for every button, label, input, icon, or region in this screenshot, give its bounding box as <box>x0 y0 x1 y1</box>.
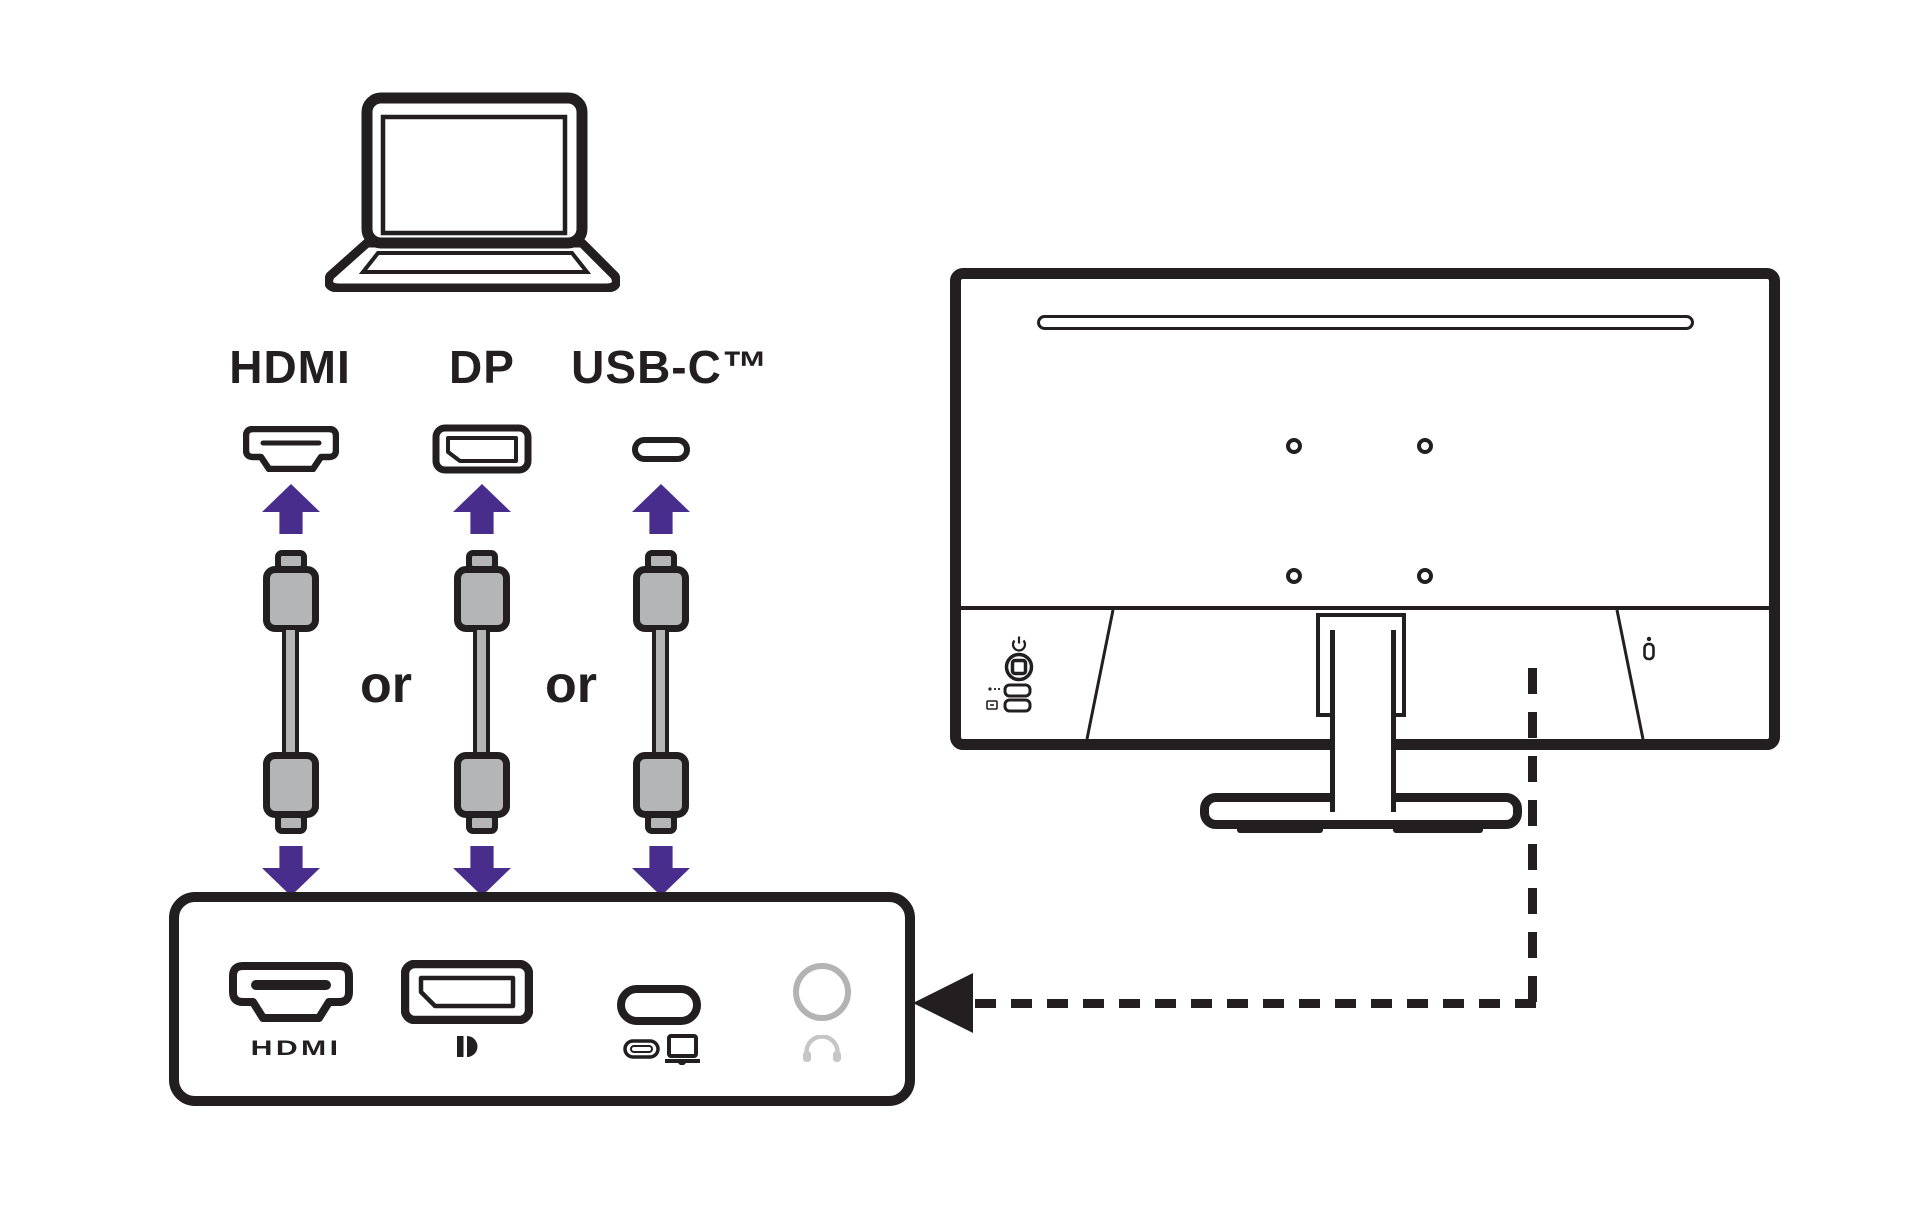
cable-plug-body <box>263 566 319 632</box>
cable-plug-tab <box>466 812 498 834</box>
stand-column <box>1330 630 1396 812</box>
cable-plug-body <box>633 566 689 632</box>
headphone-icon <box>803 1035 841 1062</box>
power-icon <box>1011 636 1027 652</box>
dashed-callout-line-vertical <box>1528 668 1537 1003</box>
up-arrow-icon <box>453 484 511 534</box>
cable-plug-body <box>633 752 689 818</box>
hdmi-label: HDMI <box>229 341 351 393</box>
down-arrow-icon <box>632 846 690 896</box>
cable-wire <box>652 626 669 758</box>
cable-plug-body <box>263 752 319 818</box>
control-keys-icon <box>1003 683 1032 713</box>
kensington-lock-icon <box>1643 636 1655 661</box>
headphone-jack-icon <box>793 963 851 1021</box>
cable-wire <box>282 626 299 758</box>
displayport-connector-icon <box>432 424 532 474</box>
laptop-icon <box>325 92 620 292</box>
usbc-plus-laptop-glyphs-icon <box>623 1034 700 1065</box>
displayport-port-icon <box>401 960 533 1024</box>
or-separator: or <box>360 656 412 714</box>
displayport-logo-icon <box>457 1036 478 1057</box>
hdmi-connector-icon <box>243 426 339 472</box>
dashed-callout-line-horizontal <box>975 999 1537 1008</box>
vesa-hole <box>1417 438 1433 454</box>
vesa-hole <box>1417 568 1433 584</box>
cable-plug-body <box>454 566 510 632</box>
joystick-button-icon <box>1004 652 1034 682</box>
down-arrow-icon <box>262 846 320 896</box>
rear-shell-seams <box>1085 610 1645 739</box>
hdmi-wordmark: HDMI <box>250 1036 342 1060</box>
or-separator: or <box>545 656 597 714</box>
control-cluster <box>986 636 1034 713</box>
usbc-connector-icon <box>632 437 690 462</box>
usbc-port-icon <box>617 985 701 1025</box>
vesa-hole <box>1286 438 1302 454</box>
monitor-ports-panel: HDMI <box>169 892 915 1106</box>
cable-wire <box>473 626 490 758</box>
left-arrowhead-icon <box>913 973 973 1033</box>
vesa-hole <box>1286 568 1302 584</box>
vent-slot <box>1037 315 1694 330</box>
rear-panel-split-line <box>961 606 1769 610</box>
hdmi-port-icon <box>229 962 353 1022</box>
cable-plug-tab <box>275 812 307 834</box>
usbc-label: USB-C™ <box>571 341 769 393</box>
up-arrow-icon <box>632 484 690 534</box>
hotkey-glyphs <box>986 687 1001 710</box>
cable-plug-body <box>454 752 510 818</box>
cable-plug-tab <box>645 812 677 834</box>
dp-label: DP <box>449 341 515 393</box>
up-arrow-icon <box>262 484 320 534</box>
down-arrow-icon <box>453 846 511 896</box>
